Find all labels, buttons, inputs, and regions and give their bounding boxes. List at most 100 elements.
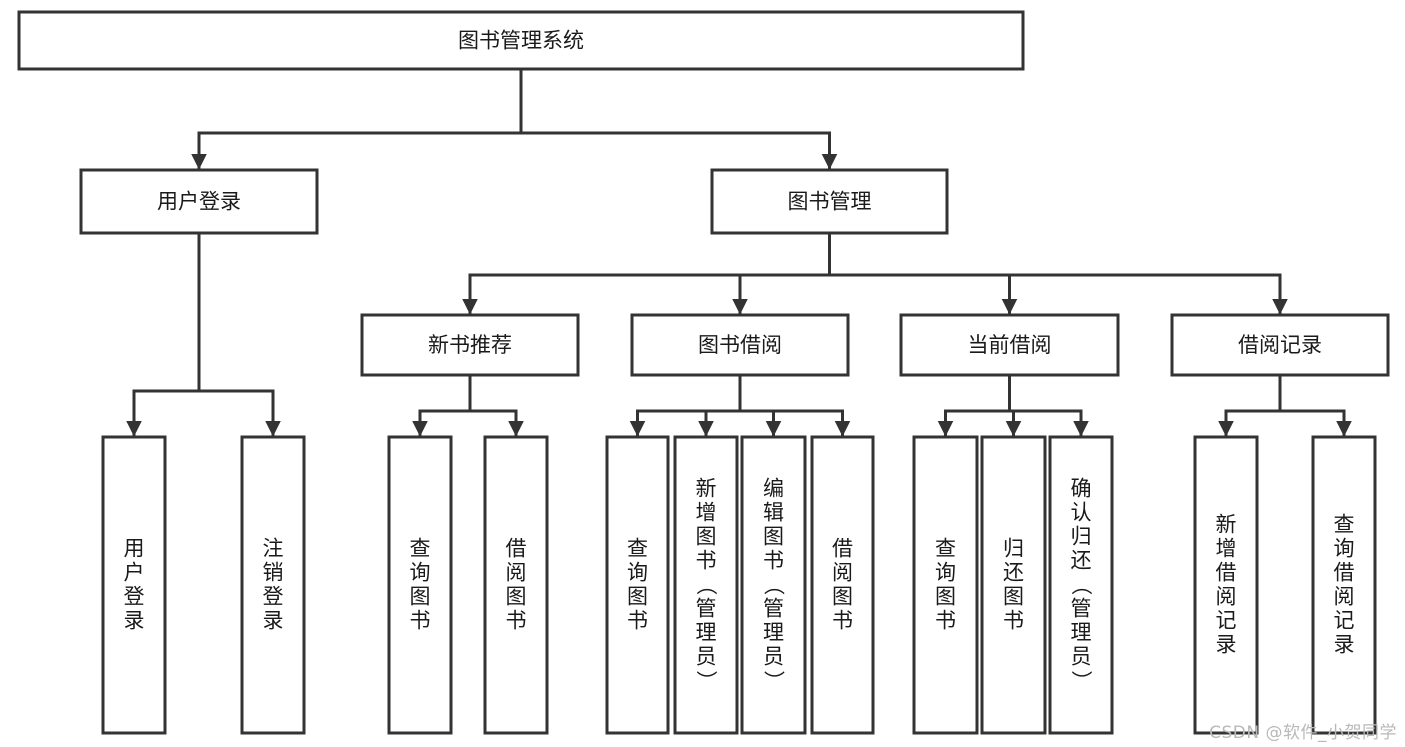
svg-text:记: 记 (1216, 609, 1237, 633)
svg-text:用: 用 (124, 537, 145, 561)
svg-text:理: 理 (763, 621, 784, 645)
svg-text:登: 登 (124, 585, 145, 609)
svg-text:录: 录 (1216, 633, 1237, 657)
svg-text:询: 询 (627, 561, 648, 585)
node-new-book-recommend[interactable]: 新书推荐 (360, 313, 580, 377)
svg-text:图: 图 (696, 525, 717, 549)
svg-text:书: 书 (935, 609, 956, 633)
node-box-leaf-return-book (980, 435, 1047, 735)
svg-text:（: （ (762, 574, 786, 595)
node-book-borrow[interactable]: 图书借阅 (630, 313, 850, 377)
node-root[interactable]: 图书管理系统 (17, 10, 1025, 71)
svg-text:员: 员 (1071, 645, 1092, 669)
node-box-leaf-borrow-book (810, 435, 875, 735)
svg-text:图: 图 (410, 585, 431, 609)
svg-text:阅: 阅 (1334, 585, 1355, 609)
svg-text:认: 认 (1071, 501, 1092, 525)
svg-text:确: 确 (1071, 477, 1092, 501)
svg-text:询: 询 (1334, 537, 1355, 561)
node-label-book-management: 图书管理 (788, 190, 872, 214)
svg-text:借: 借 (832, 537, 853, 561)
svg-text:书: 书 (763, 549, 784, 573)
node-box-leaf-add-borrow-record (1193, 435, 1259, 735)
svg-text:询: 询 (410, 561, 431, 585)
svg-text:还: 还 (1071, 549, 1092, 573)
svg-text:借: 借 (1334, 561, 1355, 585)
svg-text:）: ） (1069, 670, 1093, 691)
svg-text:阅: 阅 (506, 561, 527, 585)
node-box-leaf-user-logout (240, 435, 306, 735)
svg-text:登: 登 (263, 585, 284, 609)
svg-text:还: 还 (1003, 561, 1024, 585)
svg-text:图: 图 (832, 585, 853, 609)
node-borrow-records[interactable]: 借阅记录 (1170, 313, 1390, 377)
svg-text:录: 录 (263, 609, 284, 633)
svg-text:户: 户 (124, 561, 145, 585)
svg-text:）: ） (694, 670, 718, 691)
svg-text:书: 书 (832, 609, 853, 633)
svg-text:图: 图 (506, 585, 527, 609)
node-box-current-borrow (899, 313, 1120, 377)
node-book-management[interactable]: 图书管理 (710, 168, 949, 235)
svg-text:（: （ (1069, 574, 1093, 595)
node-user-login[interactable]: 用户登录 (79, 168, 319, 235)
node-leaf-user-login[interactable]: 用户登录 (101, 435, 167, 735)
svg-text:借: 借 (1216, 561, 1237, 585)
svg-text:新: 新 (696, 477, 717, 501)
svg-text:）: ） (762, 670, 786, 691)
svg-text:查: 查 (1334, 513, 1355, 537)
node-current-borrow[interactable]: 当前借阅 (899, 313, 1120, 377)
svg-text:书: 书 (627, 609, 648, 633)
svg-text:书: 书 (696, 549, 717, 573)
svg-text:增: 增 (696, 501, 717, 525)
node-label-book-borrow: 图书借阅 (698, 333, 782, 357)
node-box-leaf-borrow-book-rec (483, 435, 549, 735)
node-box-borrow-records (1170, 313, 1390, 377)
svg-text:借: 借 (506, 537, 527, 561)
node-box-leaf-confirm-return-admin (1048, 435, 1114, 735)
svg-text:辑: 辑 (763, 501, 784, 525)
node-box-leaf-query-book-rec (387, 435, 453, 735)
node-label-leaf-user-login: 用户登录 (124, 537, 145, 633)
svg-text:员: 员 (696, 645, 717, 669)
svg-text:管: 管 (1071, 597, 1092, 621)
connector-layer (126, 67, 1352, 437)
svg-text:查: 查 (935, 537, 956, 561)
node-box-leaf-query-borrow-record (1311, 435, 1377, 735)
svg-text:书: 书 (410, 609, 431, 633)
svg-text:录: 录 (124, 609, 145, 633)
svg-text:图: 图 (763, 525, 784, 549)
node-label-user-login: 用户登录 (157, 190, 241, 214)
node-label-borrow-records: 借阅记录 (1238, 333, 1322, 357)
svg-text:书: 书 (1003, 609, 1024, 633)
svg-text:图: 图 (627, 585, 648, 609)
svg-text:销: 销 (263, 561, 284, 585)
node-box-user-login (79, 168, 319, 235)
svg-text:新: 新 (1216, 513, 1237, 537)
node-label-new-book-recommend: 新书推荐 (428, 333, 512, 357)
node-box-leaf-query-book-borrow (605, 435, 670, 735)
